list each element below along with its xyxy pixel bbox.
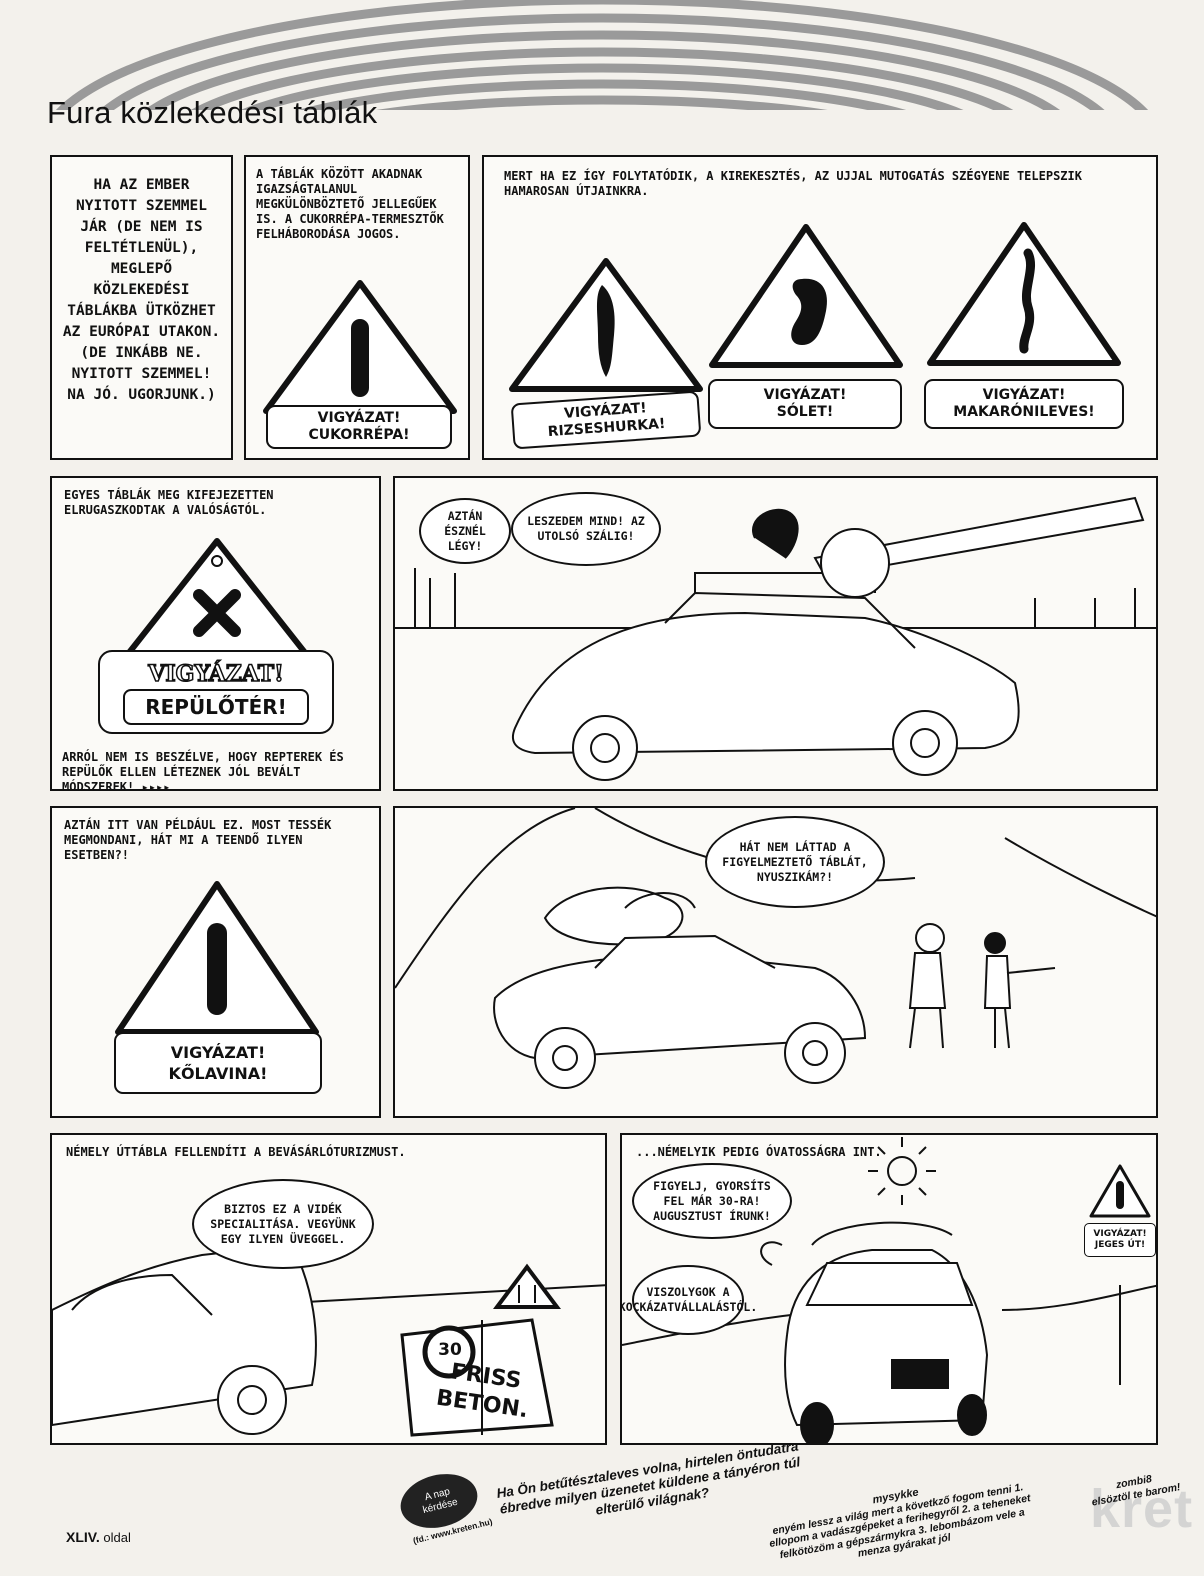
comic-panel-airport: Egyes táblák meg kifejezetten elrugaszko… [50, 476, 381, 791]
sign-plate: Vigyázat! Sólet! [708, 379, 902, 429]
sign-line2: Kőlavina! [168, 1064, 268, 1083]
sign-line1: Vigyázat! [317, 410, 401, 426]
comic-panel-rockfall: Aztán itt van például ez. Most tessék me… [50, 806, 381, 1118]
comic-panel-gun-car: Aztán észnél légy! Leszedem mind! Az uto… [393, 476, 1158, 791]
sign-line2: Sólet! [776, 404, 834, 420]
panel-caption: Némely úttábla fellendíti a bevásárlótur… [66, 1145, 406, 1159]
warning-sign-icon [927, 222, 1121, 366]
warning-sign-icon [115, 881, 319, 1035]
speech-bubble: Leszedem mind! Az utolsó szálig! [511, 492, 661, 566]
sign-line2: Repülőtér! [123, 689, 309, 725]
comic-panel-food-signs: Mert ha ez így folytatódik, a kirekeszté… [482, 155, 1158, 460]
sign-line1: Vigyázat! [763, 387, 847, 403]
page-title: Fura közlekedési táblák [47, 95, 378, 130]
panel-caption: Mert ha ez így folytatódik, a kirekeszté… [504, 169, 1082, 198]
car-with-cannon-illustration [395, 496, 1156, 781]
header-decoration [0, 0, 1204, 110]
warning-sign-icon [263, 280, 457, 414]
sign-plate: Vigyázat! Repülőtér! [98, 650, 334, 734]
warning-sign-icon [509, 258, 703, 392]
car-in-snow-illustration [622, 1137, 1156, 1443]
comic-panel-cukorrepa: A táblák között akadnak igazságtalanul m… [244, 155, 470, 460]
sign-plate: Vigyázat! Kőlavina! [114, 1032, 322, 1094]
sign-line1: Vigyázat! [147, 660, 284, 688]
sign-line2: Cukorrépa! [308, 427, 410, 443]
car-illustration [52, 1243, 605, 1437]
brand-watermark: kret [1090, 1479, 1194, 1539]
page-number-label: oldal [103, 1530, 131, 1545]
warning-sign-icon [1089, 1164, 1151, 1218]
speech-bubble: Hát nem láttad a figyelmeztető táblát, n… [705, 816, 885, 908]
warning-sign-icon [709, 224, 903, 368]
panel-caption: Aztán itt van például ez. Most tessék me… [64, 818, 332, 862]
sign-line2: Jeges út! [1094, 1240, 1146, 1250]
sign-line1: Vigyázat! [982, 387, 1066, 403]
panel-caption: ...Némelyik pedig óvatosságra int. [636, 1145, 882, 1159]
speech-bubble: Figyelj, gyorsíts fel már 30-ra! Auguszt… [632, 1163, 792, 1239]
intro-text: Ha az ember nyitott szemmel jár (de nem … [62, 177, 221, 403]
sign-plate: Vigyázat! Cukorrépa! [266, 405, 452, 449]
sign-plate: Vigyázat! Jeges út! [1084, 1223, 1156, 1257]
page-number-value: XLIV. [66, 1529, 100, 1545]
panel-caption: Arról nem is beszélve, hogy repterek és … [62, 750, 344, 791]
sign-plate: Vigyázat! Rizseshurka! [510, 390, 702, 450]
comic-panel-crushed-car: Hát nem láttad a figyelmeztető táblát, n… [393, 806, 1158, 1118]
sign-plate: Vigyázat! Makaróni­leves! [924, 379, 1124, 429]
speech-bubble: Aztán észnél légy! [419, 498, 511, 564]
panel-caption: Egyes táblák meg kifejezetten elrugaszko… [64, 488, 274, 517]
speed-limit-sign: 30 [438, 1340, 462, 1360]
speech-bubble: Biztos ez a vidék specialitása. Vegyünk … [192, 1179, 374, 1269]
crushed-car-illustration [395, 808, 1156, 1089]
panel-caption: A táblák között akadnak igazságtalanul m… [256, 167, 444, 241]
sign-line1: Vigyázat! [1093, 1229, 1147, 1239]
comic-panel-intro: Ha az ember nyitott szemmel jár (de nem … [50, 155, 233, 460]
comic-panel-fresh-concrete: Némely úttábla fellendíti a bevásárlótur… [50, 1133, 607, 1445]
comic-panel-icy-road: ...Némelyik pedig óvatosságra int. Vigyá… [620, 1133, 1158, 1445]
page-number: XLIV. oldal [66, 1529, 131, 1545]
sign-line2: Makaróni­leves! [953, 404, 1095, 420]
sign-line1: Vigyázat! [170, 1043, 266, 1062]
speech-bubble: Viszolygok a kockázatvállalástól. [622, 1265, 757, 1335]
